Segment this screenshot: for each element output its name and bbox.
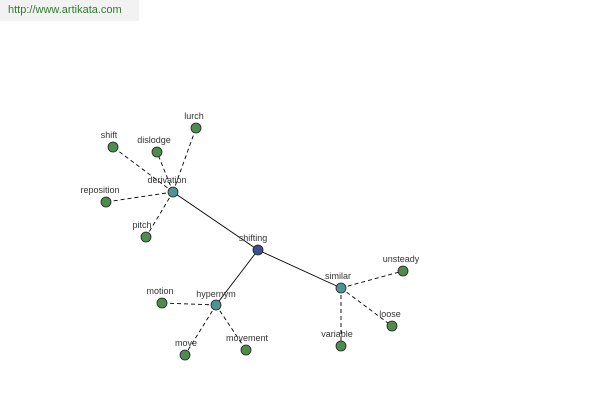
edge-derivation-to-reposition (105, 191, 174, 203)
label-leaf-unsteady: unsteady (383, 254, 420, 264)
node-leaf-lurch[interactable] (190, 122, 202, 134)
label-leaf-loose: loose (379, 309, 401, 319)
node-leaf-variable[interactable] (335, 340, 347, 352)
node-leaf-loose[interactable] (386, 320, 398, 332)
edge-root-to-similar (257, 249, 342, 289)
node-leaf-dislodge[interactable] (151, 146, 163, 158)
source-url-link[interactable]: http://www.artikata.com (0, 0, 139, 21)
node-hub-similar[interactable] (335, 282, 347, 294)
label-leaf-dislodge: dislodge (137, 135, 171, 145)
label-leaf-motion: motion (146, 286, 173, 296)
label-leaf-pitch: pitch (132, 220, 151, 230)
label-hub-similar: similar (325, 271, 351, 281)
label-root-shifting: shifting (239, 233, 268, 243)
graph-edges (105, 127, 404, 356)
label-leaf-lurch: lurch (184, 111, 204, 121)
edge-root-to-derivation (172, 191, 259, 251)
node-leaf-shift[interactable] (107, 141, 119, 153)
node-leaf-move[interactable] (179, 349, 191, 361)
edge-derivation-to-lurch (172, 127, 197, 193)
node-leaf-motion[interactable] (156, 297, 168, 309)
edge-derivation-to-pitch (145, 191, 174, 238)
edge-hypernym-to-move (184, 304, 217, 356)
edge-derivation-to-dislodge (156, 151, 174, 193)
node-leaf-reposition[interactable] (100, 196, 112, 208)
edge-derivation-to-shift (112, 146, 174, 193)
label-hub-derivation: derivation (147, 175, 186, 185)
graph-labels: shifting derivation lurch dislodge shift repo… (80, 111, 419, 348)
node-root-shifting[interactable] (252, 244, 264, 256)
graph-nodes (100, 122, 409, 361)
label-hub-hypernym: hypernym (196, 289, 236, 299)
node-leaf-movement[interactable] (240, 344, 252, 356)
label-leaf-reposition: reposition (80, 185, 119, 195)
label-leaf-variable: variable (321, 329, 353, 339)
node-hub-derivation[interactable] (167, 186, 179, 198)
label-leaf-movement: movement (226, 333, 269, 343)
node-hub-hypernym[interactable] (210, 299, 222, 311)
edge-root-to-hypernym (215, 249, 259, 306)
label-leaf-shift: shift (101, 130, 118, 140)
node-leaf-unsteady[interactable] (397, 265, 409, 277)
label-leaf-move: move (175, 338, 197, 348)
edge-similar-to-unsteady (340, 270, 404, 289)
edge-similar-to-loose (340, 287, 393, 327)
edge-hypernym-to-movement (215, 304, 247, 351)
node-leaf-pitch[interactable] (140, 231, 152, 243)
edge-hypernym-to-motion (161, 302, 217, 306)
